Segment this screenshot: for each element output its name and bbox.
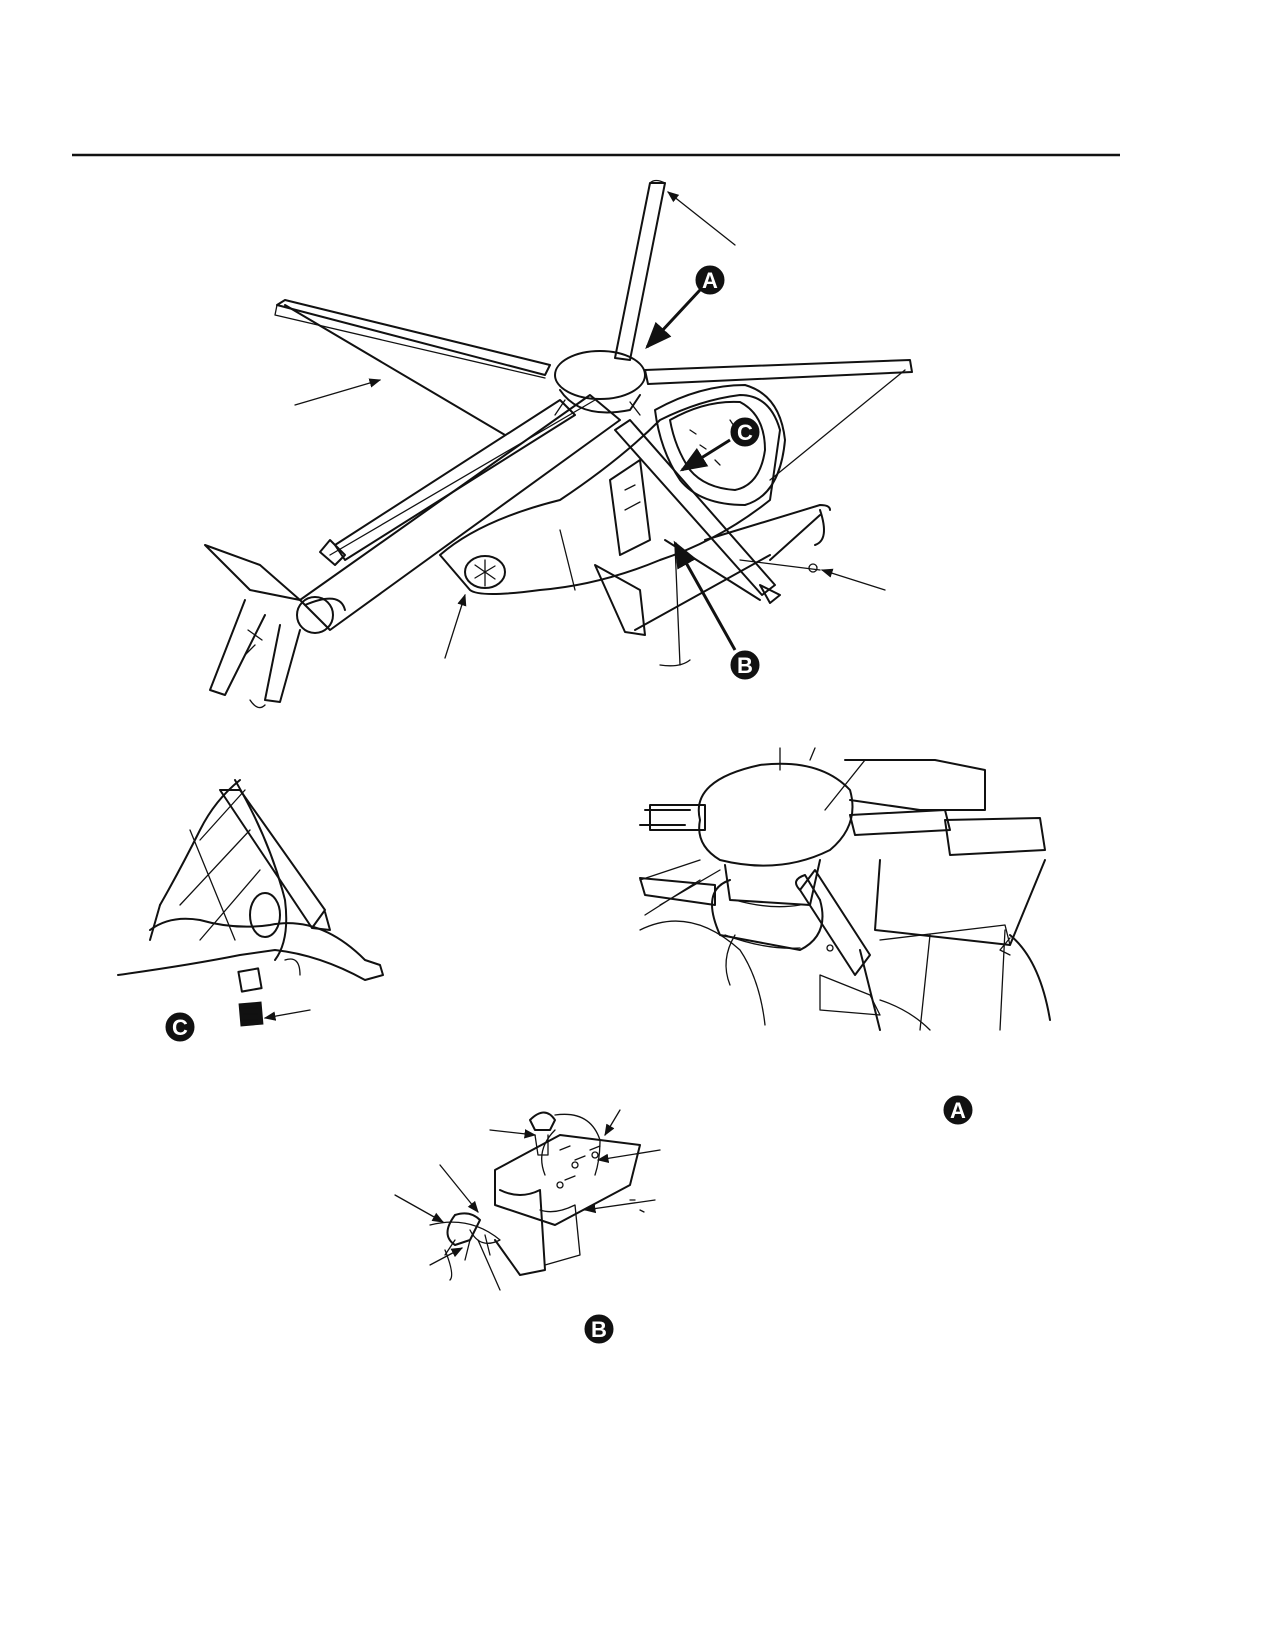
landing-skids xyxy=(594,504,831,636)
callout-a-detail: A xyxy=(943,1095,973,1125)
callout-c-main-label: C xyxy=(737,420,753,445)
leader-arrows xyxy=(294,191,886,659)
callout-b-detail: B xyxy=(584,1314,614,1344)
helicopter-main-view: A C B xyxy=(204,179,913,709)
callout-b-detail-label: B xyxy=(591,1317,607,1342)
callout-c-main: C xyxy=(730,417,760,447)
callout-c-detail-label: C xyxy=(172,1015,188,1040)
detail-c-view: C xyxy=(117,779,384,1042)
tail-boom xyxy=(296,394,621,634)
callout-b-main: B xyxy=(730,650,760,680)
fuselage xyxy=(439,394,781,595)
tie-down-lines xyxy=(284,304,906,667)
main-rotor-blades xyxy=(274,179,913,604)
callout-a-main: A xyxy=(695,265,725,295)
callout-a-main-label: A xyxy=(702,268,718,293)
callout-a-detail-label: A xyxy=(950,1098,966,1123)
rotor-hub xyxy=(554,350,646,416)
detail-b-view: B xyxy=(394,1109,661,1344)
callout-b-main-label: B xyxy=(737,653,753,678)
detail-a-view: A xyxy=(639,747,1051,1125)
tail-fins xyxy=(204,544,301,709)
callout-c-detail: C xyxy=(165,1012,195,1042)
